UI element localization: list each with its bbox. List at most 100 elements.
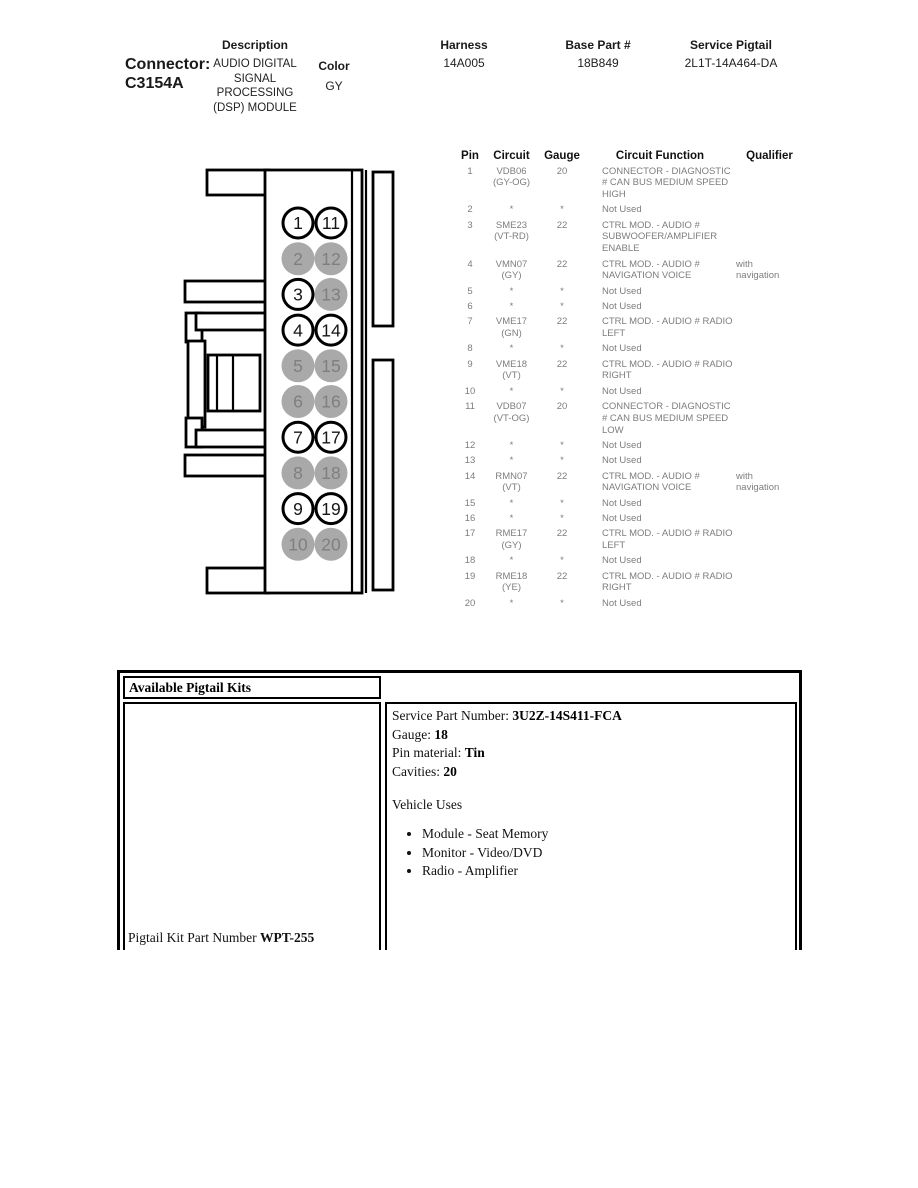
- kit-part-number-label: Pigtail Kit Part Number: [128, 930, 257, 945]
- pin-table-cell-gauge: *: [560, 455, 564, 467]
- pin-number-15: 15: [321, 356, 340, 376]
- pin-table-cell-circuit: *: [509, 385, 514, 397]
- connector-label: Connector:: [125, 56, 211, 73]
- pin-table-cell-circuit: RME18 (YE): [495, 570, 528, 594]
- pin-table-cell-qual: [734, 440, 805, 452]
- pin-table-header-function: Circuit Function: [615, 150, 705, 162]
- pin-table-cell-circuit: SME23 (VT-RD): [494, 219, 529, 243]
- pin-table-cell-circuit: *: [509, 285, 514, 297]
- gauge-value: 18: [434, 726, 448, 742]
- kit-part-number-line: Pigtail Kit Part Number WPT-255: [128, 930, 314, 946]
- pin-table-cell-circuit: *: [509, 555, 514, 567]
- pigtail-kits-table: Available Pigtail Kits Pigtail Kit Part …: [117, 670, 802, 950]
- pin-table-cell-gauge: *: [560, 439, 564, 451]
- pin-table-cell-pin: 12: [464, 439, 476, 451]
- pin-table-cell-qual: [734, 301, 805, 313]
- pin-table-cell-circuit: VDB06 (GY-OG): [492, 165, 531, 189]
- pin-table-cell-gauge: 20: [556, 401, 568, 413]
- pin-table-body: 1 VDB06 (GY-OG) 20 CONNECTOR - DIAGNOSTIC #…: [455, 166, 807, 610]
- pigtail-kits-left-cell: Pigtail Kit Part Number WPT-255: [123, 702, 381, 950]
- pin-table-cell-qual: [734, 359, 805, 383]
- pin-number-8: 8: [293, 463, 303, 483]
- pin-table-header-qualifier: Qualifier: [746, 150, 793, 162]
- pin-cavity-19: [314, 492, 348, 526]
- pin-table-row: 5**Not Used: [455, 286, 807, 298]
- pin-number-13: 13: [321, 285, 340, 305]
- pin-table-cell-func: CTRL MOD. - AUDIO # SUBWOOFER/AMPLIFIER …: [602, 219, 718, 255]
- pin-table-cell-qual: [734, 220, 805, 255]
- pin-table-cell-circuit: *: [509, 512, 514, 524]
- pin-table-cell-pin: 6: [467, 300, 473, 312]
- pin-table-cell-pin: 1: [467, 165, 473, 177]
- pin-table-cell-qual: [734, 513, 805, 525]
- cavities-label: Cavities:: [392, 763, 440, 779]
- pin-material-label: Pin material:: [392, 745, 462, 760]
- pin-cavity-7: [281, 420, 315, 454]
- pin-table-cell-pin: 9: [467, 358, 473, 370]
- gauge-label: Gauge:: [392, 726, 431, 742]
- pin-table-cell-circuit: VDB07 (VT-OG): [493, 401, 530, 424]
- pin-cavity-18: [314, 456, 348, 490]
- pin-table-cell-qual: [734, 455, 805, 467]
- vehicle-uses-list: Module - Seat MemoryMonitor - Video/DVDR…: [392, 825, 789, 881]
- pigtail-kits-right-cell: Service Part Number: 3U2Z-14S411-FCA Gau…: [385, 702, 797, 950]
- pin-number-10: 10: [288, 535, 308, 555]
- base-part-value: 18B849: [577, 56, 619, 70]
- pin-number-7: 7: [293, 427, 303, 447]
- pin-table-cell-func: Not Used: [602, 597, 642, 609]
- connector-body: [263, 168, 364, 595]
- latch-bar: [183, 279, 271, 304]
- pin-table-cell-qual: [734, 555, 805, 567]
- pin-table-cell-func: Not Used: [602, 204, 642, 216]
- pin-table-cell-gauge: 22: [556, 316, 568, 328]
- pin-table-cell-circuit: VME17 (GN): [495, 316, 528, 340]
- pin-table-cell-qual: [734, 286, 805, 298]
- pin-table-cell-circuit: VMN07 (GY): [495, 258, 528, 282]
- connector-id: C3154A: [125, 75, 184, 92]
- vehicle-use-item: Radio - Amplifier: [422, 862, 789, 881]
- pin-table-row: 20**Not Used: [455, 598, 807, 610]
- pin-table-header-gauge: Gauge: [544, 150, 580, 162]
- pin-table-cell-circuit: RME17 (GY): [495, 528, 528, 552]
- vehicle-use-item: Monitor - Video/DVD: [422, 844, 789, 863]
- base-part-label: Base Part #: [565, 38, 631, 52]
- harness-value: 14A005: [443, 56, 485, 70]
- pin-table-cell-pin: 13: [464, 455, 476, 467]
- pin-table-row: 12**Not Used: [455, 440, 807, 452]
- pin-table-cell-func: Not Used: [602, 343, 642, 355]
- pin-cavity-20: [314, 527, 348, 561]
- pin-table-cell-pin: 10: [464, 385, 476, 397]
- connector-title: Connector: C3154A: [125, 55, 210, 93]
- pin-table-row: 18**Not Used: [455, 555, 807, 567]
- pin-table: Pin Circuit Gauge Circuit Function Quali…: [455, 150, 807, 610]
- pin-table-cell-gauge: 22: [556, 528, 568, 540]
- vehicle-uses-label: Vehicle Uses: [392, 797, 463, 812]
- pin-cavity-16: [314, 385, 348, 418]
- pin-table-cell-func: CONNECTOR - DIAGNOSTIC # CAN BUS MEDIUM …: [602, 401, 731, 436]
- kit-part-number-value: WPT-255: [260, 930, 315, 945]
- pin-table-cell-func: Not Used: [602, 497, 642, 509]
- pin-table-header-circuit: Circuit: [493, 150, 530, 162]
- pin-table-cell-func: Not Used: [602, 512, 642, 524]
- pin-cavity-9: [281, 492, 315, 526]
- pin-table-cell-circuit: *: [509, 439, 514, 451]
- cavities-value: 20: [443, 763, 457, 779]
- pin-table-row: 16**Not Used: [455, 513, 807, 525]
- pin-table-cell-gauge: *: [560, 385, 564, 397]
- pin-table-cell-pin: 15: [464, 497, 476, 509]
- pin-table-cell-pin: 17: [464, 528, 476, 540]
- pin-cavity-10: [281, 527, 315, 561]
- pin-table-cell-func: Not Used: [602, 555, 642, 567]
- vehicle-use-item: Module - Seat Memory: [422, 825, 789, 844]
- pin-table-cell-pin: 3: [467, 219, 473, 231]
- pin-table-cell-qual: [734, 571, 805, 595]
- pin-number-2: 2: [293, 249, 303, 269]
- pin-table-cell-pin: 4: [467, 258, 473, 270]
- pin-table-cell-qual: [734, 401, 805, 436]
- service-pigtail-value: 2L1T-14A464-DA: [684, 56, 778, 70]
- pin-cavity-1: [281, 206, 315, 240]
- right-rail-bottom: [371, 358, 395, 592]
